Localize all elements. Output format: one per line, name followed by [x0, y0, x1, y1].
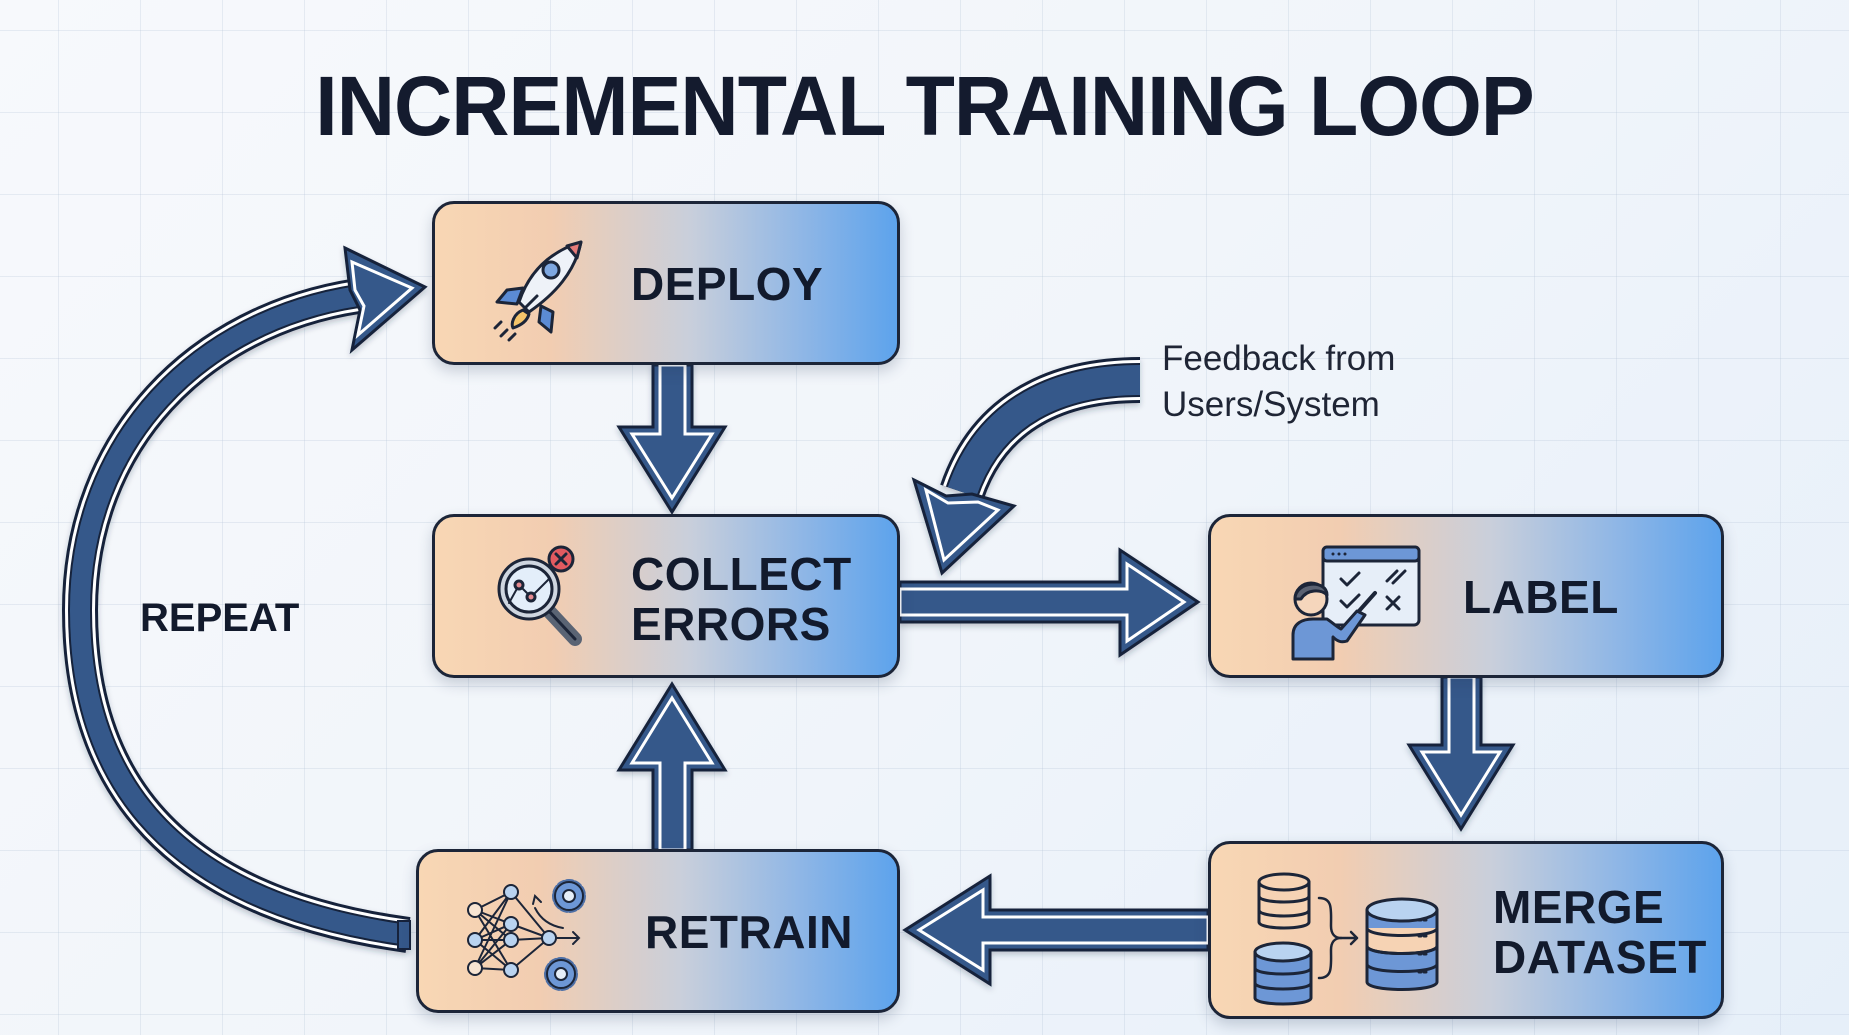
- step-retrain[interactable]: RETRAIN: [416, 849, 900, 1013]
- arrow-feedback-to-collect: [911, 357, 1141, 576]
- neural-network-gears-icon: [461, 874, 601, 999]
- step-label-data[interactable]: LABEL: [1208, 514, 1724, 678]
- step-label: MERGE DATASET: [1493, 882, 1707, 982]
- label-line: DEPLOY: [631, 258, 824, 310]
- label-line: LABEL: [1463, 571, 1619, 623]
- feedback-annotation: Feedback from Users/System: [1162, 336, 1395, 428]
- magnifier-error-icon: [489, 543, 599, 658]
- label-line: DATASET: [1493, 931, 1707, 983]
- arrow-label-to-merge: [1406, 675, 1516, 832]
- arrow-merge-to-retrain: [902, 873, 1210, 987]
- step-label: DEPLOY: [631, 259, 823, 309]
- rocket-icon: [489, 232, 599, 347]
- step-collect-errors[interactable]: COLLECT ERRORS: [432, 514, 900, 678]
- label-line: COLLECT: [631, 548, 852, 600]
- label-line: ERRORS: [631, 598, 831, 650]
- step-label: COLLECT ERRORS: [631, 549, 852, 649]
- label-line: MERGE: [1493, 881, 1665, 933]
- step-label: LABEL: [1463, 572, 1619, 622]
- step-label: RETRAIN: [645, 907, 853, 957]
- person-annotating-icon: [1283, 543, 1423, 668]
- diagram-title: INCREMENTAL TRAINING LOOP: [315, 59, 1534, 153]
- feedback-line: Users/System: [1162, 385, 1380, 424]
- repeat-label: REPEAT: [140, 596, 300, 640]
- step-merge-dataset[interactable]: MERGE DATASET: [1208, 841, 1724, 1019]
- arrow-retrain-to-collect: [616, 681, 728, 852]
- step-deploy[interactable]: DEPLOY: [432, 201, 900, 365]
- feedback-line: Feedback from: [1162, 339, 1396, 378]
- arrow-deploy-to-collect: [616, 363, 728, 515]
- database-merge-icon: [1253, 870, 1473, 1015]
- repeat-arc-arrow: [61, 245, 428, 953]
- label-line: RETRAIN: [645, 906, 853, 958]
- arrow-collect-to-label: [898, 547, 1201, 658]
